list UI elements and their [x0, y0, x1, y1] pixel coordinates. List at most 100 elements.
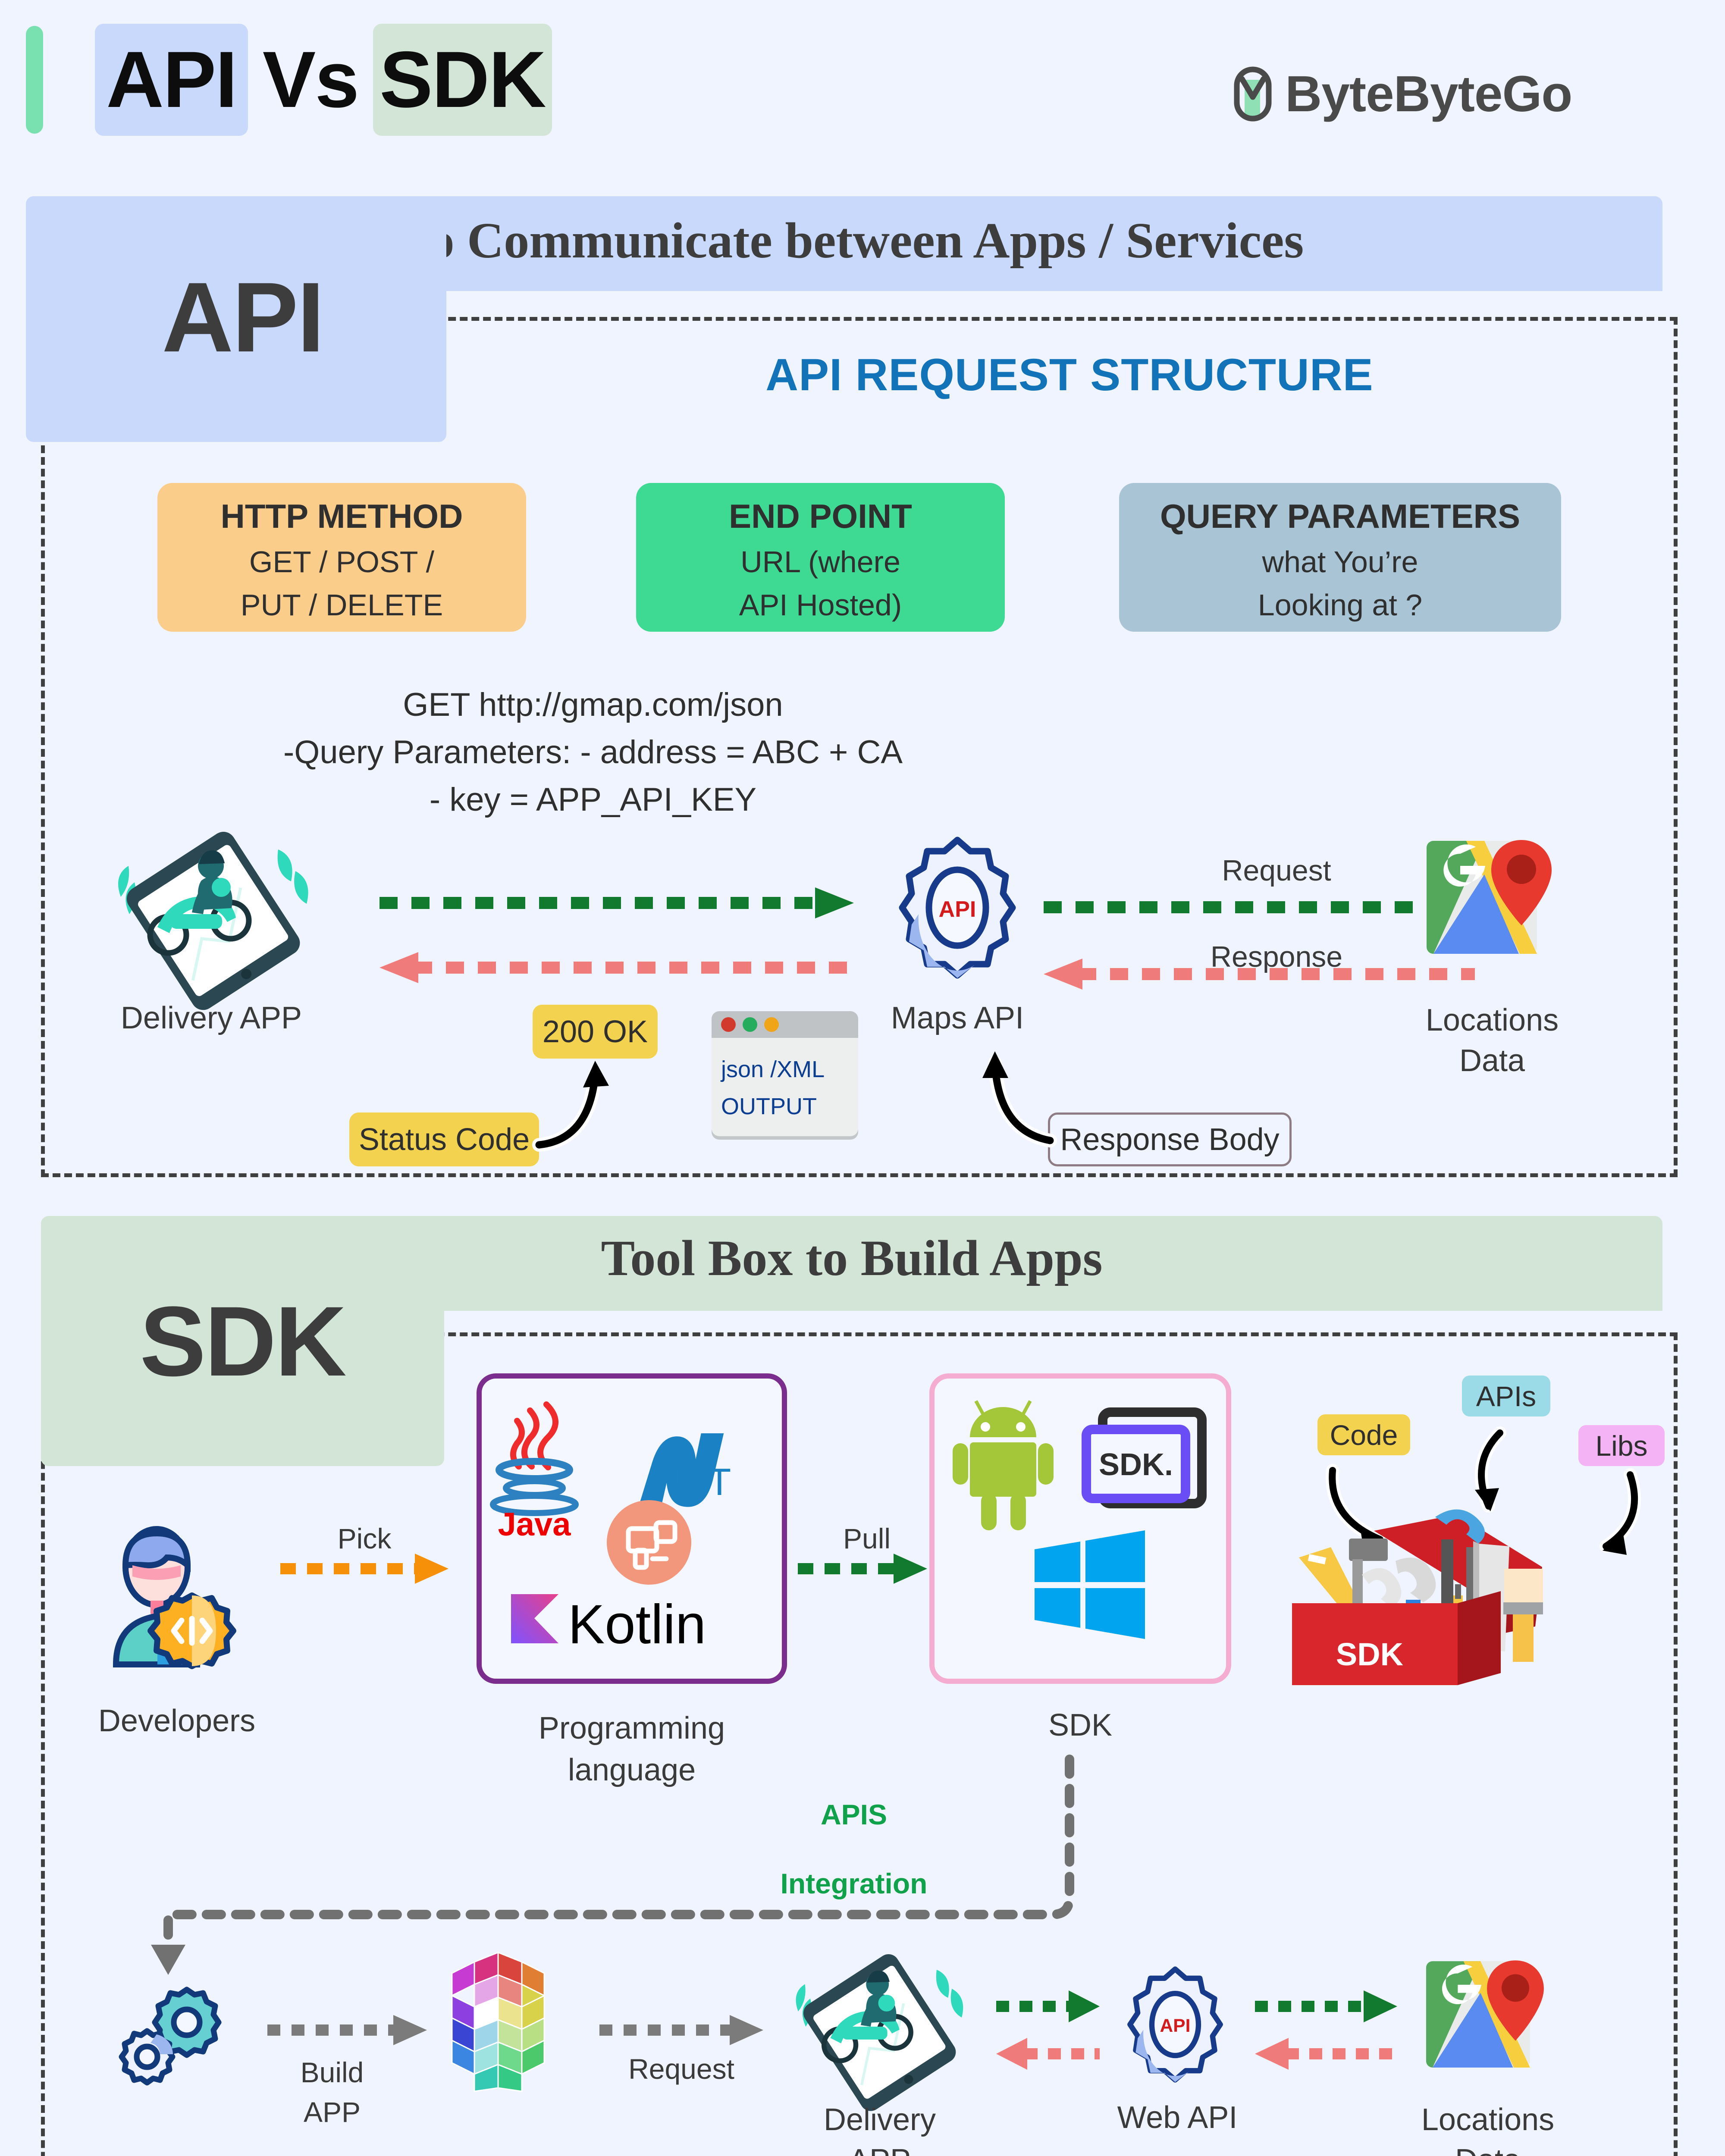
programming-language-box: Java .NET Kotlin [477, 1373, 787, 1684]
title-vs-label: Vs [262, 35, 359, 124]
toolbox-sdk-text: SDK [1336, 1636, 1403, 1672]
sdk-platforms-label: SDK [1048, 1708, 1113, 1742]
svg-text:.NET: .NET [645, 1460, 731, 1503]
build-app-label-line1: Build [300, 2056, 364, 2088]
api-header-title: To Communicate between Apps / Services [399, 212, 1304, 269]
response-body-label-chip: Response Body [1048, 1112, 1292, 1166]
response-label-locations-to-api: Response [1210, 940, 1343, 973]
svg-text:Java: Java [498, 1506, 571, 1543]
locations-data-label-line2: Data [1459, 1043, 1525, 1078]
google-maps-icon-bottom [1419, 1949, 1557, 2087]
window-maximize-dot-icon [764, 1017, 779, 1032]
programming-language-label: Programming language [440, 1708, 824, 1791]
status-code-label-chip: Status Code [349, 1112, 539, 1166]
tag-code: Code [1317, 1414, 1410, 1455]
json-output-window: json /XML OUTPUT [712, 1011, 858, 1136]
apis-label: APIS [820, 1799, 888, 1830]
integration-label: Integration [780, 1868, 928, 1899]
pull-label: Pull [843, 1523, 891, 1554]
web-api-gear-icon: API [1117, 1966, 1233, 2083]
api-badge: API [41, 196, 444, 438]
google-maps-icon [1419, 828, 1565, 975]
locations-data-label-bottom-line1: Locations [1421, 2103, 1555, 2137]
programming-language-label-line1: Programming [538, 1711, 725, 1745]
tag-apis: APIs [1462, 1376, 1550, 1416]
sdk-integration-routing-path [151, 1755, 1074, 1975]
tag-libs: Libs [1578, 1425, 1665, 1466]
json-window-line1: json /XML [721, 1056, 825, 1082]
delivery-app-label-bottom: Delivery APP [772, 2100, 988, 2156]
response-body-callout-arrow [982, 1051, 1057, 1147]
window-minimize-dot-icon [743, 1017, 757, 1032]
build-app-label-line2: APP [303, 2096, 361, 2128]
delivery-app-label-bottom-line1: Delivery [823, 2103, 936, 2137]
developers-illustration [106, 1522, 248, 1669]
windows-logo-icon [1035, 1530, 1145, 1639]
sdk-badge-label: SDK [140, 1285, 347, 1397]
request-label-bottom: Request [628, 2053, 734, 2085]
arrow-pull [798, 1554, 927, 1584]
card-http-method: HTTP METHOD GET / POST / PUT / DELETE [157, 483, 526, 632]
web-api-icon-text: API [1160, 2015, 1191, 2036]
gears-icon [110, 1971, 231, 2091]
api-badge-label: API [162, 261, 324, 373]
maps-api-gear-icon: API [886, 837, 1029, 979]
request-example-line2: -Query Parameters: - address = ABC + CA [283, 734, 903, 771]
accent-bar [26, 26, 43, 134]
card-http-method-title: HTTP METHOD [220, 497, 463, 535]
status-code-value-chip: 200 OK [533, 1005, 658, 1059]
arrow-response-locations-to-webapi [1255, 2038, 1397, 2070]
request-label-api-to-locations: Request [1222, 854, 1331, 887]
api-dashed-container [41, 317, 1678, 1177]
api-request-structure-title: API REQUEST STRUCTURE [765, 350, 1374, 400]
sdk-header-title: Tool Box to Build Apps [601, 1230, 1103, 1286]
brand-name: ByteByteGo [1285, 66, 1572, 122]
arrow-response-webapi-to-app [996, 2038, 1100, 2070]
arrow-request-api-to-locations [1044, 892, 1475, 923]
bytebytego-logo-icon [1233, 66, 1272, 122]
sdk-window-icon: SDK. [1082, 1407, 1207, 1508]
arrow-libs-to-toolbox [1600, 1468, 1641, 1555]
java-logo-icon: Java [490, 1401, 579, 1543]
card-query-parameters: QUERY PARAMETERS what You’re Looking at … [1119, 483, 1561, 632]
svg-text:Kotlin: Kotlin [568, 1594, 706, 1655]
arrow-pick [280, 1554, 448, 1584]
title-sdk-label: SDK [380, 35, 546, 124]
request-example-block: GET http://gmap.com/json -Query Paramete… [194, 681, 992, 824]
card-end-point-title: END POINT [729, 497, 912, 535]
title-chip-api: API [95, 24, 248, 136]
dotnet-logo-icon: .NET [638, 1433, 731, 1507]
build-app-label: Build APP [246, 2053, 418, 2132]
kotlin-logo-icon: Kotlin [511, 1594, 706, 1655]
card-http-method-line2: PUT / DELETE [240, 588, 443, 622]
arrow-request-app-to-api [380, 887, 854, 918]
delivery-app-illustration [106, 832, 321, 1010]
title-chip-sdk: SDK [373, 24, 552, 136]
sdk-badge: SDK [41, 1216, 444, 1466]
arrow-request-app-to-webapi [996, 1990, 1100, 2022]
locations-data-label: Locations Data [1389, 1000, 1596, 1081]
json-window-line2: OUTPUT [721, 1094, 817, 1120]
locations-data-label-bottom-line2: Data [1384, 2140, 1591, 2156]
arrow-response-locations-to-api [1044, 959, 1475, 990]
programming-language-label-line2: language [568, 1753, 696, 1788]
android-logo-icon [953, 1400, 1054, 1530]
card-http-method-line1: GET / POST / [249, 545, 435, 579]
request-example-line3: - key = APP_API_KEY [429, 781, 757, 818]
request-example-line1: GET http://gmap.com/json [403, 686, 783, 723]
arrow-response-api-to-app [380, 952, 854, 983]
arrow-build-app [267, 2015, 427, 2045]
arrow-request-cube-to-app [599, 2015, 763, 2045]
title-vs: Vs [259, 24, 362, 136]
arrow-request-webapi-to-locations [1255, 1990, 1397, 2022]
card-query-parameters-line2: Looking at ? [1258, 588, 1423, 622]
card-end-point: END POINT URL (where API Hosted) [636, 483, 1005, 632]
locations-data-label-bottom: Locations Data [1384, 2100, 1591, 2156]
brand-logo: ByteByteGo [1233, 65, 1572, 123]
maps-api-icon-text: API [939, 897, 976, 922]
json-window-body: json /XML OUTPUT [712, 1038, 858, 1125]
title-api-label: API [106, 35, 237, 124]
delivery-app-label: Delivery APP [120, 1001, 302, 1035]
sdk-dashed-container [41, 1332, 1678, 2156]
pick-label: Pick [337, 1523, 392, 1554]
